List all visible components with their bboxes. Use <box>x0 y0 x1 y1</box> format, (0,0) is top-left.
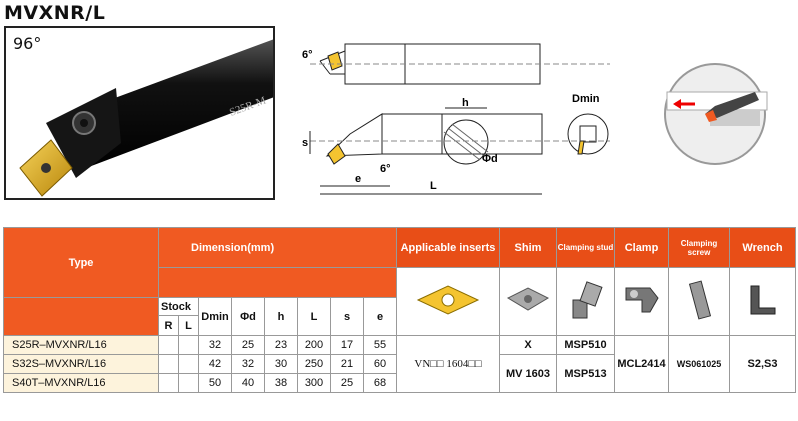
photo-angle-label: 96° <box>13 34 42 53</box>
col-s: s <box>330 297 364 336</box>
wrench-icon <box>729 267 796 336</box>
col-l: L <box>297 297 331 336</box>
dmin-cell: 50 <box>198 373 232 393</box>
technical-drawing: 6° h Dmin s Φd 6° e L <box>302 43 610 195</box>
stock-r-cell <box>158 373 179 393</box>
insert-code: VN□□ 1604□□ <box>396 335 500 393</box>
clamp-value: MCL2414 <box>614 335 669 393</box>
screw-header: Clamping screw <box>668 227 730 268</box>
phi-d-label: Φd <box>482 153 498 165</box>
clamping-screw-icon <box>668 267 730 336</box>
table-row: S25R–MVXNR/L16 32 25 23 200 17 55 VN□□ 1… <box>3 335 796 393</box>
l-cell: 250 <box>297 354 331 374</box>
s-cell: 21 <box>330 354 364 374</box>
dimension-spacer <box>158 267 397 298</box>
col-h: h <box>264 297 298 336</box>
stock-l-cell <box>178 354 199 374</box>
s-cell: 25 <box>330 373 364 393</box>
dmin-cell: 32 <box>198 335 232 355</box>
h-cell: 38 <box>264 373 298 393</box>
stock-r: R <box>158 315 179 336</box>
type-spacer <box>3 297 159 336</box>
type-header: Type <box>3 227 159 298</box>
clamp-icon <box>614 267 669 336</box>
clamp-header: Clamp <box>614 227 669 268</box>
screw-value: WS061025 <box>668 335 730 393</box>
col-phi-d: Φd <box>231 297 265 336</box>
boring-bar-image: S25R-M <box>19 39 273 197</box>
h-label: h <box>462 97 469 109</box>
stock-header: Stock <box>158 297 199 316</box>
angle-bottom-label: 6° <box>380 163 391 175</box>
e-cell: 68 <box>363 373 397 393</box>
h-cell: 23 <box>264 335 298 355</box>
insert-icon <box>396 267 500 336</box>
stock-r-cell <box>158 335 179 355</box>
table-row: S40T–MVXNR/L16 50 40 38 300 25 68 <box>3 373 796 393</box>
s-cell: 17 <box>330 335 364 355</box>
shim-header: Shim <box>499 227 557 268</box>
h-cell: 30 <box>264 354 298 374</box>
inserts-header: Applicable inserts <box>396 227 500 268</box>
stock-l-cell <box>178 335 199 355</box>
wrench-header: Wrench <box>729 227 796 268</box>
stock-r-cell <box>158 354 179 374</box>
wrench-value: S2,S3 <box>729 335 796 393</box>
phi-d-cell: 25 <box>231 335 265 355</box>
e-cell: 60 <box>363 354 397 374</box>
shim-icon <box>499 267 557 336</box>
shim-value-2: MV 1603 <box>499 354 557 393</box>
col-dmin: Dmin <box>198 297 232 336</box>
phi-d-cell: 32 <box>231 354 265 374</box>
page-title: MVXNR/L <box>4 2 106 24</box>
stud-value: MSP510 <box>556 335 615 355</box>
stock-l: L <box>178 315 199 336</box>
table-row: S32S–MVXNR/L16 42 32 30 250 21 60 MV 160… <box>3 354 796 393</box>
stud-value-2: MSP513 <box>556 354 615 393</box>
dmin-label: Dmin <box>572 93 600 105</box>
clamping-stud-icon <box>556 267 615 336</box>
type-name: S32S–MVXNR/L16 <box>3 354 159 374</box>
angle-top-label: 6° <box>302 49 313 61</box>
l-cell: 200 <box>297 335 331 355</box>
e-cell: 55 <box>363 335 397 355</box>
tool-photo: 96° S25R-M <box>4 26 275 200</box>
stock-l-cell <box>178 373 199 393</box>
shim-value: X <box>499 335 557 355</box>
type-name: S25R–MVXNR/L16 <box>3 335 159 355</box>
l-label: L <box>430 180 437 192</box>
spec-table: Type Dimension(mm) Applicable inserts Sh… <box>3 227 796 393</box>
e-label: e <box>355 173 361 185</box>
phi-d-cell: 40 <box>231 373 265 393</box>
s-label: s <box>302 137 308 149</box>
l-cell: 300 <box>297 373 331 393</box>
type-name: S40T–MVXNR/L16 <box>3 373 159 393</box>
dimension-header: Dimension(mm) <box>158 227 397 268</box>
dmin-cell: 42 <box>198 354 232 374</box>
col-e: e <box>363 297 397 336</box>
machining-detail <box>664 63 768 165</box>
stud-header: Clamping stud <box>556 227 615 268</box>
